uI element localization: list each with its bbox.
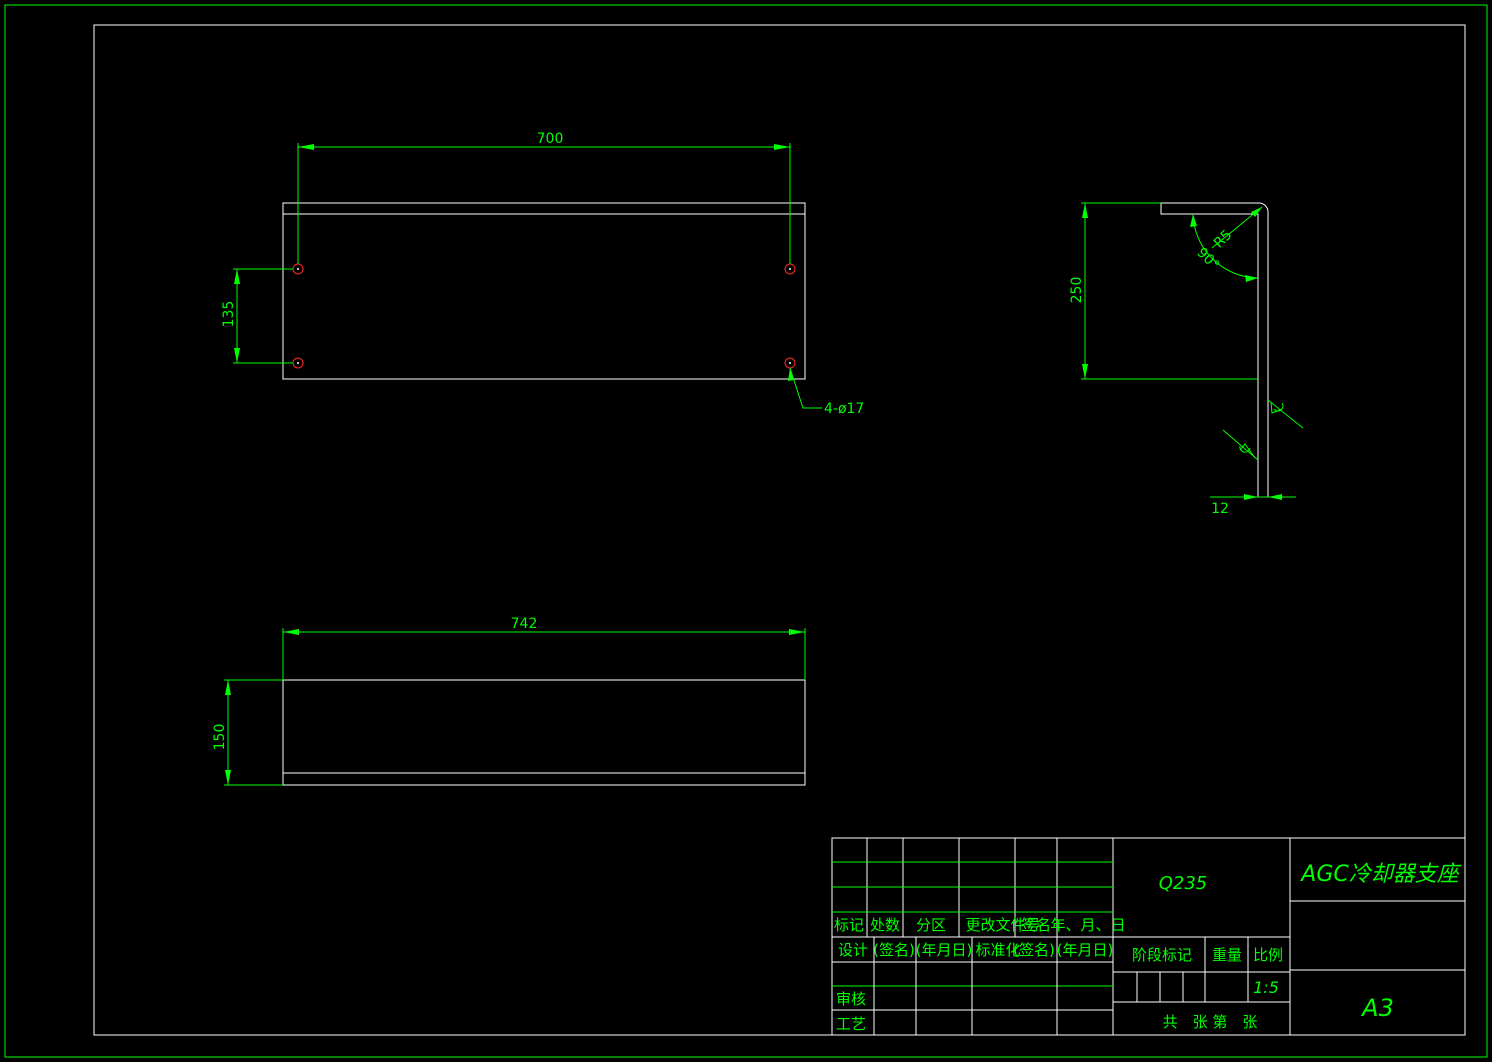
stage-mark-label: 阶段标记 [1132,946,1192,964]
weld-symbol [1239,445,1251,453]
arrowhead [225,680,231,695]
arrowhead [1244,494,1258,500]
title-block: 标记 处数 分区 更改文件号 签名 年、月、日 设计 (签名) (年月日) 标准… [831,837,1466,1036]
design-cell: (签名) [873,941,915,959]
weld-leader [1222,429,1259,461]
top-view-outline [282,202,806,380]
dim-text-135: 135 [221,301,237,328]
sheet-count: 共 张 第 张 [1163,1013,1258,1031]
review-label: 审核 [836,990,866,1008]
arrowhead [1082,203,1088,218]
arrowhead [1245,275,1258,282]
dim-text-700: 700 [537,131,564,147]
dim-text-742: 742 [511,616,538,632]
rev-header: 处数 [870,916,900,934]
top-view: 700 135 4-ø17 [221,131,864,417]
arrowhead [225,770,231,785]
weld-triangle [1239,443,1256,459]
arrowhead [774,144,790,150]
bottom-view-outline [282,679,806,786]
rev-header: 年、月、日 [1050,916,1125,934]
leader-line [789,367,822,409]
design-label: 设计 [838,941,868,959]
l-profile [1160,202,1269,498]
dim-text-250: 250 [1069,277,1085,304]
weld-symbol [1273,402,1284,412]
scale-value: 1:5 [1253,978,1279,997]
weld-triangle [1270,401,1283,414]
inner-frame [93,24,1466,1036]
radius-text: R5 [1211,227,1235,251]
hole-center [297,268,299,270]
weight-label: 重量 [1212,946,1242,964]
sheet-size: A3 [1360,994,1394,1022]
arrowhead [1268,494,1282,500]
rev-header: 分区 [916,916,946,934]
weld-leader [1267,399,1304,429]
hole-callout: 4-ø17 [824,401,864,417]
arrowhead [1190,214,1197,227]
arrowhead [789,629,805,635]
rev-header: 签名 [1021,916,1051,934]
design-cell: (年月日) [1057,941,1114,959]
material: Q235 [1159,873,1208,894]
hole-center [789,362,791,364]
dim-text-150: 150 [212,724,228,751]
arrowhead [788,368,794,381]
outer-frame [4,4,1488,1058]
bottom-view: 742 150 [212,616,806,786]
arrowhead [1082,364,1088,379]
rev-header: 标记 [834,916,864,934]
process-label: 工艺 [836,1015,866,1033]
rev-header: 更改文件号 [965,916,1040,934]
side-view: 250 90° R5 12 [1069,202,1304,517]
hole-center [789,268,791,270]
arrowhead [1251,207,1262,217]
dim-text-12: 12 [1211,501,1229,517]
arrowhead [234,269,240,284]
design-cell: 标准化 [975,941,1020,959]
hole-center [297,362,299,364]
part-name: AGC冷却器支座 [1299,862,1461,887]
design-cell: (签名) [1013,941,1055,959]
arrowhead [283,629,299,635]
scale-label: 比例 [1253,946,1283,964]
arrowhead [234,348,240,363]
angle-text: 90° [1193,245,1222,274]
design-cell: (年月日) [916,941,973,959]
arrowhead [298,144,314,150]
